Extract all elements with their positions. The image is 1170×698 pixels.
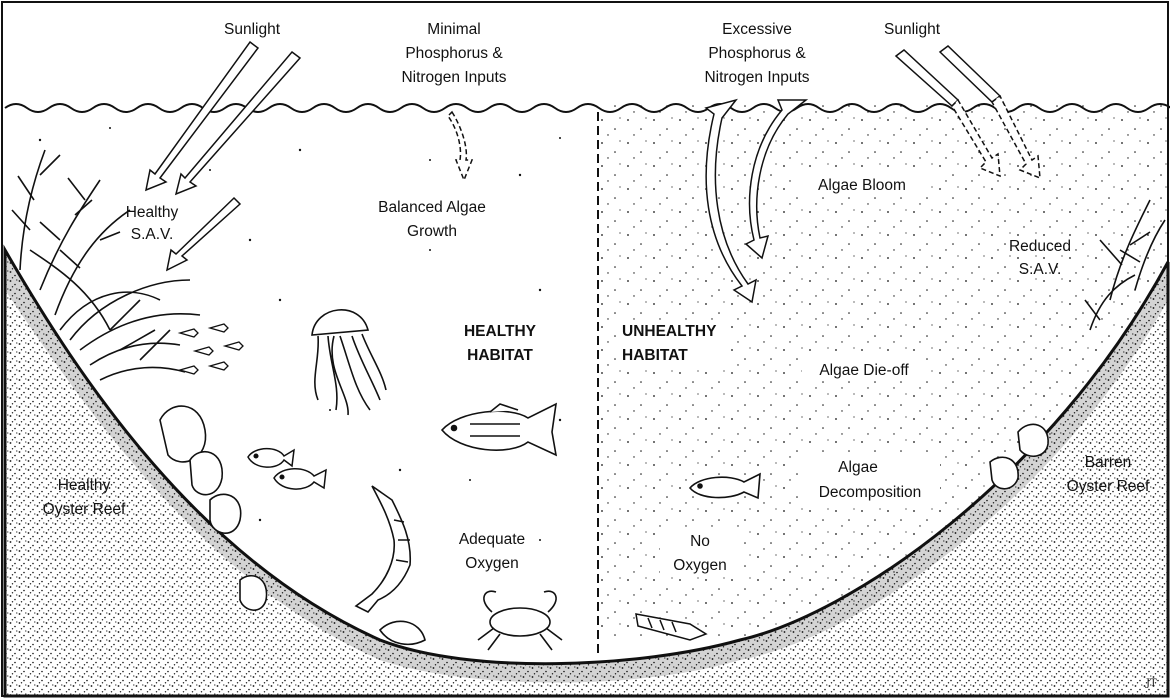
svg-text:JT: JT bbox=[1145, 678, 1157, 689]
svg-text:Sunlight: Sunlight bbox=[224, 21, 281, 38]
svg-text:Barren: Barren bbox=[1085, 454, 1132, 471]
svg-text:Oyster Reef: Oyster Reef bbox=[43, 501, 126, 518]
svg-text:Oyster Reef: Oyster Reef bbox=[1067, 478, 1150, 495]
svg-text:Phosphorus &: Phosphorus & bbox=[405, 45, 503, 62]
svg-text:Growth: Growth bbox=[407, 223, 457, 240]
svg-text:Reduced: Reduced bbox=[1009, 238, 1071, 255]
svg-text:UNHEALTHY: UNHEALTHY bbox=[622, 323, 717, 340]
svg-text:Healthy: Healthy bbox=[58, 477, 111, 494]
svg-text:Phosphorus &: Phosphorus & bbox=[708, 45, 806, 62]
svg-text:Oxygen: Oxygen bbox=[673, 557, 726, 574]
svg-text:S.A.V.: S.A.V. bbox=[1019, 261, 1062, 278]
svg-text:Sunlight: Sunlight bbox=[884, 21, 941, 38]
svg-text:Balanced Algae: Balanced Algae bbox=[378, 199, 486, 216]
svg-text:Algae: Algae bbox=[838, 459, 878, 476]
svg-text:Algae Bloom: Algae Bloom bbox=[818, 177, 906, 194]
svg-text:Nitrogen Inputs: Nitrogen Inputs bbox=[704, 69, 809, 86]
artist-signature: JT bbox=[1145, 678, 1157, 689]
svg-text:Excessive: Excessive bbox=[722, 21, 792, 38]
algae-dieoff-label: Algae Die-off bbox=[802, 357, 926, 379]
svg-text:Minimal: Minimal bbox=[427, 21, 480, 38]
svg-text:No: No bbox=[690, 533, 710, 550]
svg-text:Oxygen: Oxygen bbox=[465, 555, 518, 572]
svg-text:Adequate: Adequate bbox=[459, 531, 525, 548]
svg-text:Algae Die-off: Algae Die-off bbox=[819, 362, 909, 379]
algae-bloom-label: Algae Bloom bbox=[795, 172, 929, 194]
algae-decomposition-label: Algae Decomposition bbox=[800, 456, 940, 504]
svg-text:Decomposition: Decomposition bbox=[819, 484, 922, 501]
svg-text:HEALTHY: HEALTHY bbox=[464, 323, 537, 340]
sunlight-left-label: Sunlight bbox=[224, 21, 281, 38]
sunlight-right-label: Sunlight bbox=[884, 21, 941, 38]
svg-text:HABITAT: HABITAT bbox=[622, 347, 688, 364]
unhealthy-habitat-label: UNHEALTHY HABITAT bbox=[618, 320, 730, 368]
svg-text:Healthy: Healthy bbox=[126, 204, 179, 221]
no-oxygen-label: No Oxygen bbox=[660, 528, 740, 576]
svg-text:HABITAT: HABITAT bbox=[467, 347, 533, 364]
svg-text:S.A.V.: S.A.V. bbox=[131, 226, 174, 243]
svg-text:Nitrogen Inputs: Nitrogen Inputs bbox=[401, 69, 506, 86]
